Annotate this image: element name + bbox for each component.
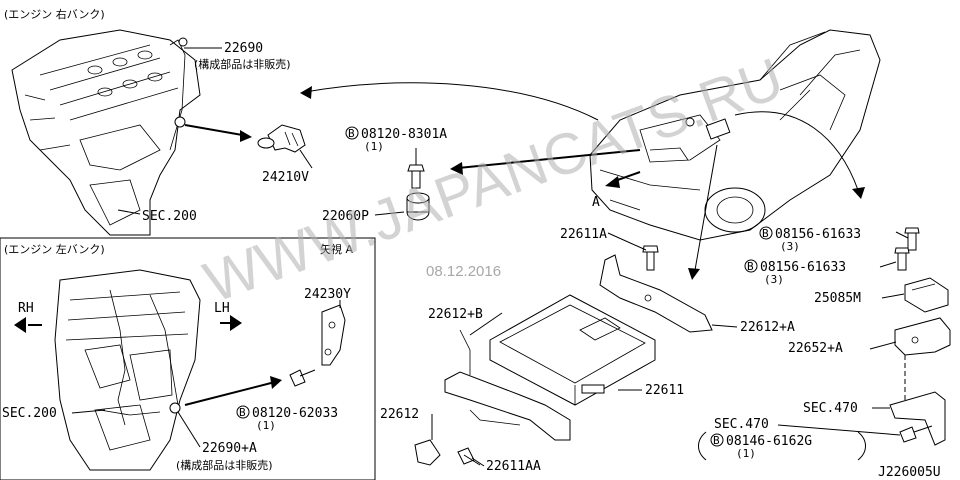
label-22060p: 22060P	[322, 209, 369, 224]
note-22690: (構成部品は非販売)	[194, 57, 291, 71]
label-22612: 22612	[380, 407, 419, 422]
bracket-left-08146	[698, 431, 707, 461]
label-08156-61633-1: 08156-61633	[775, 227, 861, 242]
caption-right-bank: (エンジン 右バンク)	[4, 7, 105, 21]
ecm-bracket-22612b	[444, 329, 571, 441]
label-22612b: 22612+B	[428, 307, 483, 322]
sensor-24210v-icon	[257, 124, 306, 153]
leader-b08156-2	[879, 261, 897, 268]
car-illustration	[589, 29, 881, 241]
bolt-badge-08120-62033	[236, 405, 250, 419]
label-sec200-bottom: SEC.200	[2, 406, 57, 421]
arrow-to-25085m	[734, 111, 859, 191]
bracket-sec470-icon	[889, 391, 946, 446]
leader-22611a	[607, 232, 647, 251]
bolt-badge-letter-3: B	[762, 227, 769, 240]
bracket-22612-icon	[414, 439, 441, 466]
label-08120-8301a: 08120-8301A	[361, 127, 447, 142]
leader-22612b	[469, 312, 503, 336]
bolt-badge-08156-2	[744, 259, 758, 273]
view-a-marker: A	[592, 195, 600, 210]
bolt-08146-6162g-icon	[899, 425, 933, 443]
label-08156-61633-2: 08156-61633	[760, 260, 846, 275]
ecm-22611-icon	[489, 294, 656, 406]
label-22612a: 22612+A	[740, 320, 795, 335]
knock-sensor-22060p-icon	[406, 192, 430, 221]
arrow-to-24210v	[184, 124, 249, 137]
label-22611: 22611	[645, 383, 684, 398]
bolt-badge-letter-2: B	[239, 406, 246, 419]
leader-sec200-top	[117, 209, 141, 215]
arrow-to-ecm	[694, 144, 718, 271]
label-rh: RH	[18, 301, 34, 316]
sensor-25085m-icon	[904, 277, 949, 313]
engine-left-bank-illustration	[54, 269, 201, 471]
bracket-right-08146	[857, 431, 866, 461]
bolt-22611a-icon	[642, 245, 659, 271]
bolt-badge-letter-4: B	[747, 260, 754, 273]
note-22690a: (構成部品は非販売)	[176, 458, 273, 472]
label-25085m: 25085M	[814, 291, 861, 306]
label-22690: 22690	[224, 41, 263, 56]
bolt-08120-62033-icon	[289, 369, 316, 387]
label-22611a: 22611A	[560, 227, 607, 242]
label-22652a: 22652+A	[788, 341, 843, 356]
label-08120-62033: 08120-62033	[252, 406, 338, 421]
caption-view-a: 矢視 A	[320, 242, 353, 256]
leader-22652a	[869, 341, 897, 350]
bolt-badge-letter-1: B	[348, 127, 355, 140]
qty-08156-61633-2: (3)	[764, 273, 784, 286]
sensor-24230y-icon	[321, 304, 346, 366]
leader-25085m	[881, 293, 905, 299]
qty-08146-6162g: (1)	[736, 447, 756, 460]
engine-right-bank-illustration	[11, 29, 201, 236]
label-sec470-2: SEC.470	[714, 417, 769, 432]
leader-22060p	[374, 211, 405, 216]
leader-24210v	[299, 149, 313, 169]
label-08146-6162g: 08146-6162G	[726, 434, 812, 449]
label-sec200-top: SEC.200	[142, 209, 197, 224]
left-bank-inset-frame	[0, 237, 376, 480]
leader-sec200-bottom	[71, 409, 106, 414]
ecm-bracket-22612a	[599, 254, 713, 333]
lh-arrow-head	[230, 315, 242, 331]
bolt-badge-08146	[710, 433, 724, 447]
bolt-badge-08156-1	[759, 226, 773, 240]
rh-arrow-head	[14, 317, 26, 333]
label-lh: LH	[214, 301, 230, 316]
arrow-to-knock-sensor	[457, 149, 641, 169]
bolt-badge-08120-8301a	[345, 126, 359, 140]
leader-b08156-1	[895, 231, 909, 239]
leader-22611aa	[471, 457, 485, 467]
bracket-22652a-icon	[894, 317, 951, 356]
bolt-08156-61633-icon	[894, 227, 920, 271]
diagram-code: J226005U	[878, 465, 941, 480]
label-24230y: 24230Y	[304, 287, 351, 302]
arrow-to-bolt-08120-62033	[184, 381, 276, 406]
qty-08120-62033: (1)	[256, 419, 276, 432]
caption-left-bank: (エンジン 左バンク)	[4, 243, 105, 256]
bolt-22611aa-icon	[457, 447, 481, 466]
qty-08120-8301a: (1)	[364, 140, 384, 153]
leader-sec470-2	[777, 424, 901, 436]
label-22611aa: 22611AA	[486, 459, 541, 474]
qty-08156-61633-1: (3)	[780, 240, 800, 253]
bolt-08120-8301a-icon	[407, 164, 425, 189]
label-22690a: 22690+A	[202, 441, 257, 456]
label-sec470-1: SEC.470	[803, 401, 858, 416]
date-stamp: 08.12.2016	[426, 263, 501, 280]
leader-22690a	[177, 411, 201, 448]
leader-22612a	[711, 324, 738, 328]
label-24210v: 24210V	[262, 170, 309, 185]
bolt-badge-letter-5: B	[713, 434, 720, 447]
arrow-to-right-bank	[304, 82, 599, 121]
